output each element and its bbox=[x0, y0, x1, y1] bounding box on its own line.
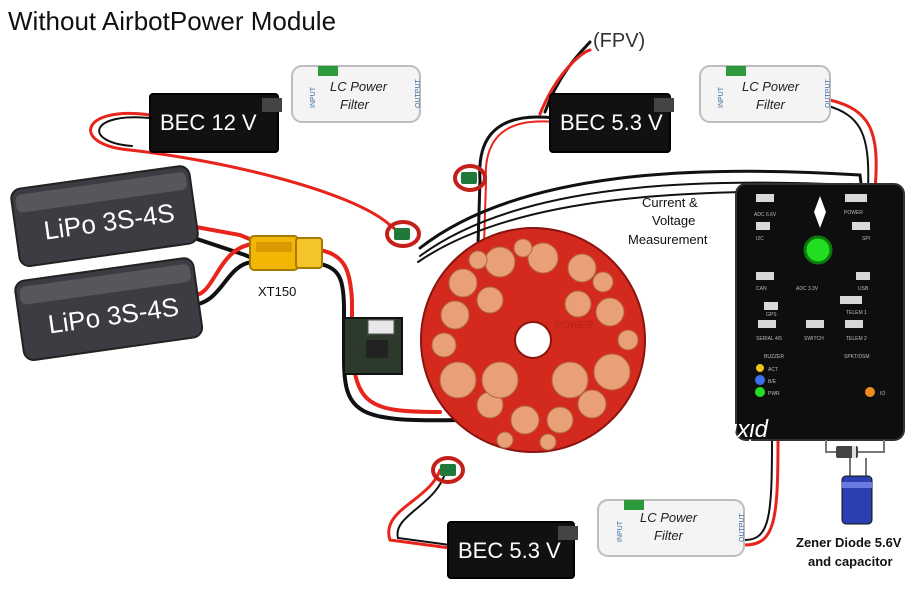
bec-bottom-input-red bbox=[387, 468, 452, 550]
bec-5v3-bottom: BEC 5.3 V bbox=[447, 521, 578, 579]
pixhawk: ADC 6.6V POWER I2C SPI CAN ADC 3.3V USB … bbox=[679, 183, 905, 445]
battery1-red bbox=[183, 223, 254, 242]
lc-filter-bottom: INPUT OUTPUT LC Power Filter bbox=[597, 499, 746, 557]
current-sensor-board bbox=[343, 317, 403, 375]
lc-filter-2-line1: LC Power bbox=[742, 79, 800, 94]
pixhawk-led-orange bbox=[865, 387, 875, 397]
pixhawk-port-gps: GPS bbox=[766, 312, 777, 318]
power-distribution-board: POWER bbox=[420, 227, 646, 453]
ferrite-ring-3 bbox=[431, 456, 465, 484]
lc-filter-2-output: OUTPUT bbox=[825, 79, 832, 109]
measurement-label-3: Measurement bbox=[628, 232, 708, 247]
pixhawk-port-adc33: ADC 3.3V bbox=[796, 286, 819, 292]
pixhawk-brand: pixhawk bbox=[679, 418, 769, 445]
pdb-text: POWER bbox=[555, 320, 593, 331]
xt150-label: XT150 bbox=[258, 284, 296, 299]
bec-5v3-bottom-label: BEC 5.3 V bbox=[458, 538, 561, 563]
pixhawk-port-power: POWER bbox=[844, 210, 863, 216]
pixhawk-port-spi: SPI bbox=[862, 236, 870, 242]
bec-5v3-top-label: BEC 5.3 V bbox=[560, 110, 663, 135]
pixhawk-port-switch: SWITCH bbox=[804, 336, 824, 342]
zener-label-2: and capacitor bbox=[808, 554, 893, 569]
bec53-top-input-wire bbox=[476, 115, 557, 247]
zener-diode-capacitor bbox=[825, 440, 885, 525]
page-title: Without AirbotPower Module bbox=[8, 6, 337, 36]
pixhawk-port-buzzer: BUZZER bbox=[764, 354, 784, 360]
battery-2: LiPo 3S-4S bbox=[14, 257, 204, 361]
measurement-label-2: Voltage bbox=[652, 213, 695, 228]
lc-filter-1-input: INPUT bbox=[310, 86, 317, 108]
pixhawk-port-adc66: ADC 6.6V bbox=[754, 212, 777, 218]
lc-bottom-to-pixhawk-red bbox=[743, 438, 780, 547]
lc-filter-3-output: OUTPUT bbox=[739, 513, 746, 543]
lc-top-to-pixhawk-red bbox=[828, 98, 878, 192]
bec12-input-wire bbox=[89, 112, 404, 237]
lc-filter-2-input: INPUT bbox=[718, 86, 725, 108]
pixhawk-port-can: CAN bbox=[756, 286, 767, 292]
pixhawk-port-i2c: I2C bbox=[756, 236, 764, 242]
lc-filter-top-left: INPUT OUTPUT LC Power Filter bbox=[291, 65, 422, 123]
lc-filter-1-line1: LC Power bbox=[330, 79, 388, 94]
ferrite-ring-1 bbox=[385, 220, 421, 248]
lc-bottom-to-pixhawk-black bbox=[744, 439, 773, 541]
pdb-pads bbox=[431, 238, 639, 451]
bec53-top-input-wire-red bbox=[483, 120, 556, 246]
pixhawk-led-act: ACT bbox=[768, 367, 778, 373]
fpv-label: (FPV) bbox=[593, 30, 645, 52]
measurement-label-1: Current & bbox=[642, 195, 698, 210]
lc-filter-3-input: INPUT bbox=[617, 520, 624, 542]
lc-filter-3-line2: Filter bbox=[654, 528, 684, 543]
pixhawk-port-spktdsm: SPKT/DSM bbox=[844, 354, 870, 360]
bec-12v-label: BEC 12 V bbox=[160, 110, 257, 135]
battery-1: LiPo 3S-4S bbox=[10, 165, 199, 267]
pixhawk-led-green bbox=[755, 387, 765, 397]
ferrite-ring-2 bbox=[453, 164, 487, 192]
bec12-input-wire-black bbox=[98, 116, 151, 147]
pixhawk-port-telem2: TELEM 2 bbox=[846, 336, 867, 342]
pixhawk-led-yellow bbox=[756, 364, 764, 372]
fpv-wire-red bbox=[538, 48, 592, 116]
measurement-wire-2 bbox=[419, 181, 853, 257]
measurement-wire-1 bbox=[418, 169, 864, 250]
bec-5v3-top: BEC 5.3 V bbox=[549, 93, 674, 153]
pixhawk-port-connectors bbox=[756, 194, 870, 328]
xt150-to-pdb-black bbox=[318, 262, 462, 423]
pixhawk-led-pwr: PWR bbox=[768, 391, 780, 397]
pixhawk-led-be: B/E bbox=[768, 379, 777, 385]
bec-12v: BEC 12 V bbox=[149, 93, 282, 153]
zener-label-1: Zener Diode 5.6V bbox=[796, 535, 902, 550]
pixhawk-port-serial45: SERIAL 4/5 bbox=[756, 336, 782, 342]
pixhawk-led-io: IO bbox=[880, 391, 885, 397]
lc-filter-top-right: INPUT OUTPUT LC Power Filter bbox=[699, 65, 832, 123]
wires bbox=[89, 40, 878, 550]
pixhawk-arrow bbox=[814, 196, 826, 228]
lc-filter-1-line2: Filter bbox=[340, 97, 370, 112]
lc-filter-3-line1: LC Power bbox=[640, 510, 698, 525]
lc-top-to-pixhawk-black bbox=[824, 104, 870, 191]
pixhawk-port-usb: USB bbox=[858, 286, 869, 292]
pixhawk-led-blue bbox=[755, 375, 765, 385]
pixhawk-status-led bbox=[803, 235, 833, 265]
pixhawk-port-telem1: TELEM 1 bbox=[846, 310, 867, 316]
lc-filter-1-output: OUTPUT bbox=[415, 79, 422, 109]
lc-filter-2-line2: Filter bbox=[756, 97, 786, 112]
xt150-connector: XT150 bbox=[249, 235, 323, 299]
